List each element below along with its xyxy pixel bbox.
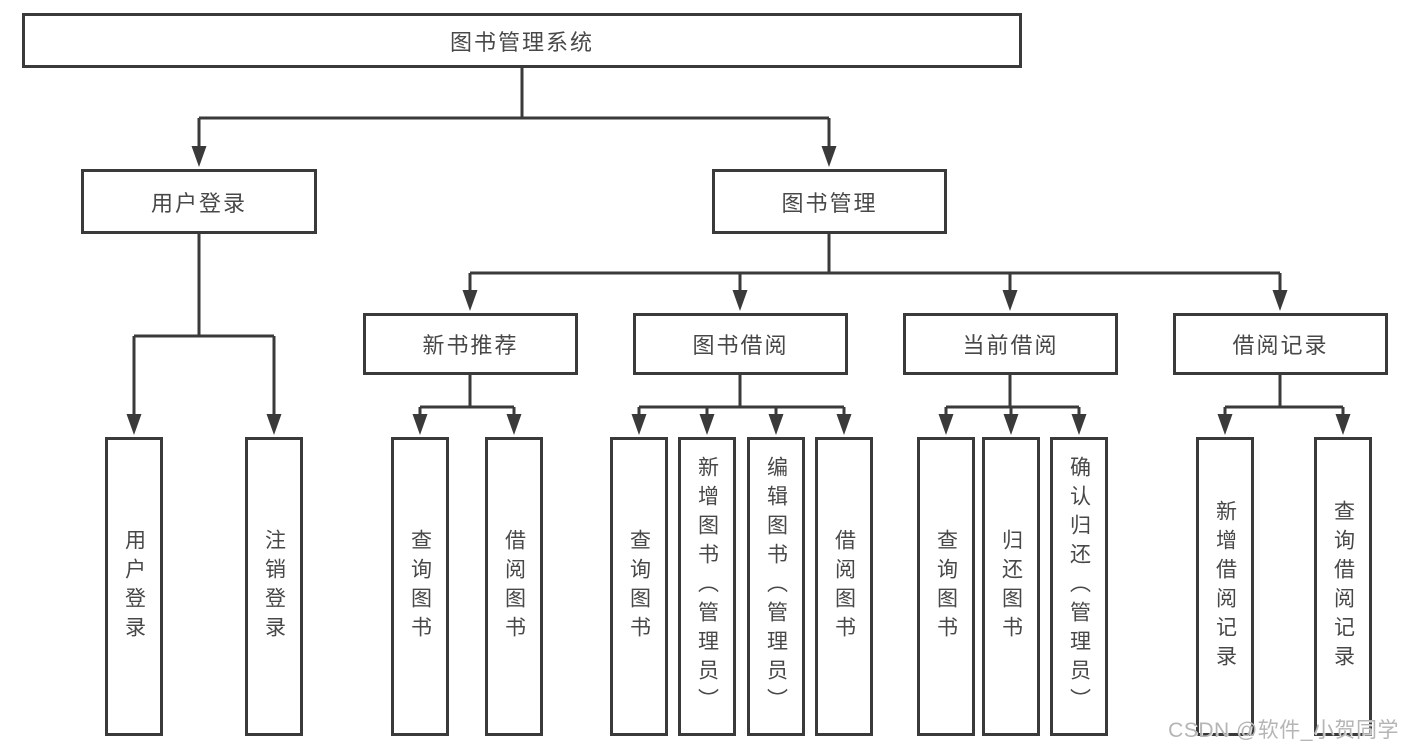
leaf-query-books-recommend-label: 查询图书 xyxy=(408,528,432,645)
leaf-add-book-admin: 新增图书（管理员） xyxy=(678,437,736,736)
leaf-logout: 注销登录 xyxy=(245,437,303,736)
leaf-borrow-books-recommend: 借阅图书 xyxy=(485,437,543,736)
leaf-confirm-return-admin: 确认归还（管理员） xyxy=(1050,437,1108,736)
leaf-borrow-books-borrowing-label: 借阅图书 xyxy=(832,528,856,645)
leaf-user-login: 用户登录 xyxy=(105,437,163,736)
node-new-book-recommendation: 新书推荐 xyxy=(363,313,578,375)
node-library-system: 图书管理系统 xyxy=(22,13,1022,68)
leaf-return-books: 归还图书 xyxy=(982,437,1040,736)
node-borrowing-records: 借阅记录 xyxy=(1173,313,1388,375)
node-current-borrowing: 当前借阅 xyxy=(903,313,1118,375)
leaf-query-books-borrowing-label: 查询图书 xyxy=(627,528,651,645)
leaf-query-books-borrowing: 查询图书 xyxy=(610,437,668,736)
node-book-borrowing: 图书借阅 xyxy=(633,313,848,375)
node-borrowing-records-label: 借阅记录 xyxy=(1232,333,1329,358)
csdn-watermark: CSDN @软件_小贺同学 xyxy=(1168,719,1399,742)
node-current-borrowing-label: 当前借阅 xyxy=(962,333,1059,358)
leaf-add-book-admin-label: 新增图书（管理员） xyxy=(695,456,719,717)
node-book-management-label: 图书管理 xyxy=(781,190,878,216)
leaf-user-login-label: 用户登录 xyxy=(122,528,146,645)
leaf-confirm-return-admin-label: 确认归还（管理员） xyxy=(1067,456,1091,717)
node-user-login-label: 用户登录 xyxy=(150,190,247,216)
leaf-borrow-books-recommend-label: 借阅图书 xyxy=(502,528,526,645)
leaf-borrow-books-borrowing: 借阅图书 xyxy=(815,437,873,736)
leaf-add-borrow-record-label: 新增借阅记录 xyxy=(1213,499,1237,674)
leaf-query-books-current-label: 查询图书 xyxy=(934,528,958,645)
node-book-borrowing-label: 图书借阅 xyxy=(692,333,789,358)
leaf-query-books-current: 查询图书 xyxy=(917,437,975,736)
node-book-management: 图书管理 xyxy=(712,169,947,234)
leaf-query-borrow-record: 查询借阅记录 xyxy=(1314,437,1372,736)
leaf-add-borrow-record: 新增借阅记录 xyxy=(1196,437,1254,736)
node-library-system-label: 图书管理系统 xyxy=(449,29,594,55)
leaf-query-books-recommend: 查询图书 xyxy=(391,437,449,736)
leaf-return-books-label: 归还图书 xyxy=(999,528,1023,645)
node-user-login: 用户登录 xyxy=(81,169,317,234)
arrowheads xyxy=(126,146,1351,435)
node-new-book-recommendation-label: 新书推荐 xyxy=(422,333,519,358)
leaf-edit-book-admin: 编辑图书（管理员） xyxy=(747,437,805,736)
connector-path xyxy=(132,66,1345,420)
leaf-logout-label: 注销登录 xyxy=(262,528,286,645)
leaf-query-borrow-record-label: 查询借阅记录 xyxy=(1331,499,1355,674)
leaf-edit-book-admin-label: 编辑图书（管理员） xyxy=(764,456,788,717)
